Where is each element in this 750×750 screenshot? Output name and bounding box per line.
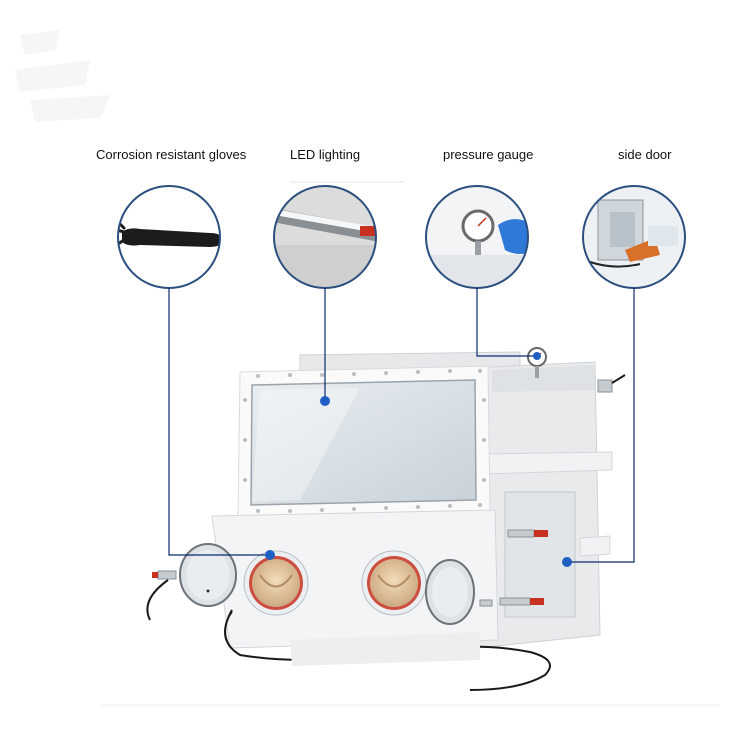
glove-port-left xyxy=(243,550,309,616)
watermark xyxy=(15,30,110,122)
led-light-icon xyxy=(274,186,376,288)
callout-circle-gauge xyxy=(425,185,529,289)
glove-port-right xyxy=(361,550,427,616)
callout-label-led: LED lighting xyxy=(290,147,361,162)
leader-dot-side-door xyxy=(562,557,572,567)
leader-dot-gauge xyxy=(533,352,541,360)
callout-circle-side-door xyxy=(582,185,686,289)
glovebox xyxy=(146,347,626,691)
leader-line-side-door xyxy=(567,288,635,563)
side-door-icon xyxy=(589,199,678,268)
leader-dot-gloves xyxy=(265,550,275,560)
leader-line-gloves xyxy=(168,288,270,556)
callout-circle-led xyxy=(273,185,377,289)
callout-circle-gloves xyxy=(117,185,221,289)
leader-line-gauge xyxy=(476,288,537,357)
port-cover-right xyxy=(425,559,475,625)
leader-lines xyxy=(168,288,635,563)
port-cover-left xyxy=(179,543,237,607)
leader-dot-led xyxy=(320,396,330,406)
callout-label-gloves: Corrosion resistant gloves xyxy=(96,147,247,162)
callout-label-side-door: side door xyxy=(618,147,672,162)
leader-dots xyxy=(265,352,572,567)
callout-label-gauge: pressure gauge xyxy=(443,147,534,162)
